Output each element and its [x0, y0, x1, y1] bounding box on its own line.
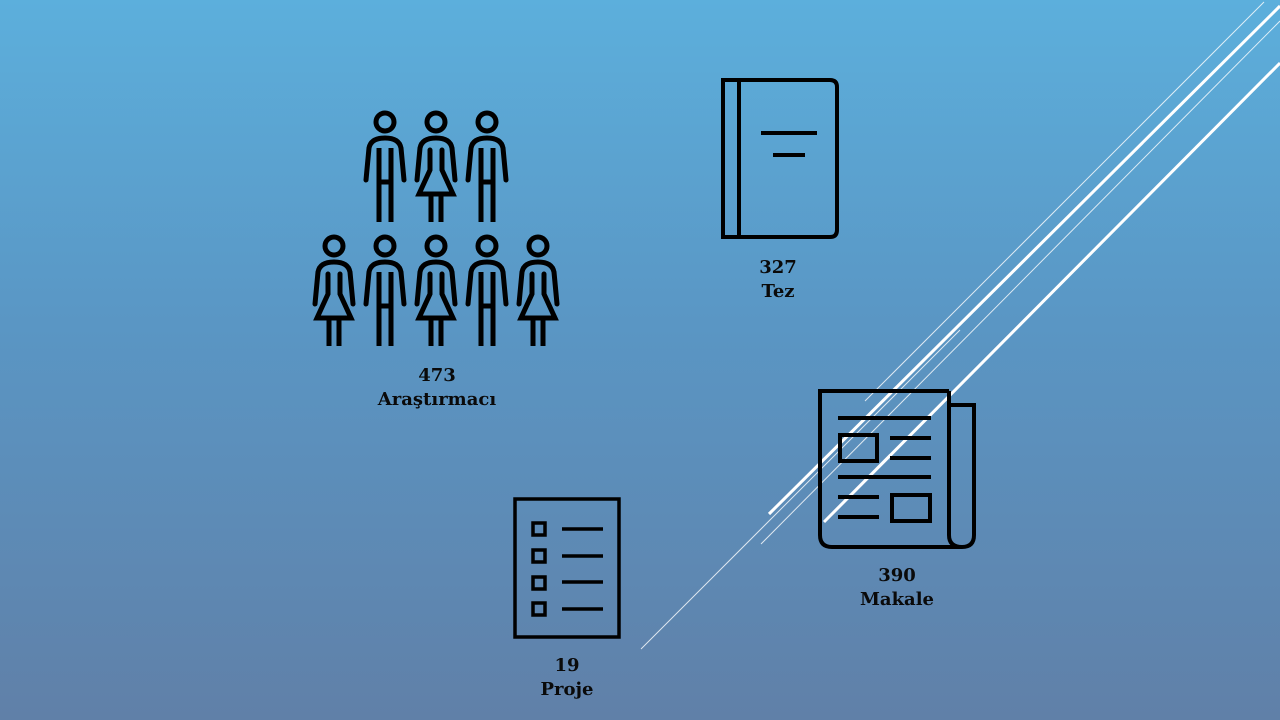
newspaper-icon	[818, 389, 976, 549]
stat-label: Tez	[761, 281, 795, 302]
book-icon	[721, 78, 839, 239]
stat-value: 19	[554, 655, 580, 676]
stat-label: Araştırmacı	[377, 389, 497, 410]
people-icon	[315, 113, 557, 346]
stat-value: 473	[418, 365, 456, 386]
stat-projects: 19 Proje	[467, 654, 667, 702]
stat-label: Makale	[859, 589, 934, 610]
stat-value: 327	[759, 257, 797, 278]
stat-value: 390	[878, 565, 916, 586]
stat-articles: 390 Makale	[797, 564, 997, 612]
stat-label: Proje	[540, 679, 594, 700]
stat-researchers: 473 Araştırmacı	[337, 364, 537, 412]
stat-theses: 327 Tez	[678, 256, 878, 304]
checklist-icon	[513, 497, 621, 639]
